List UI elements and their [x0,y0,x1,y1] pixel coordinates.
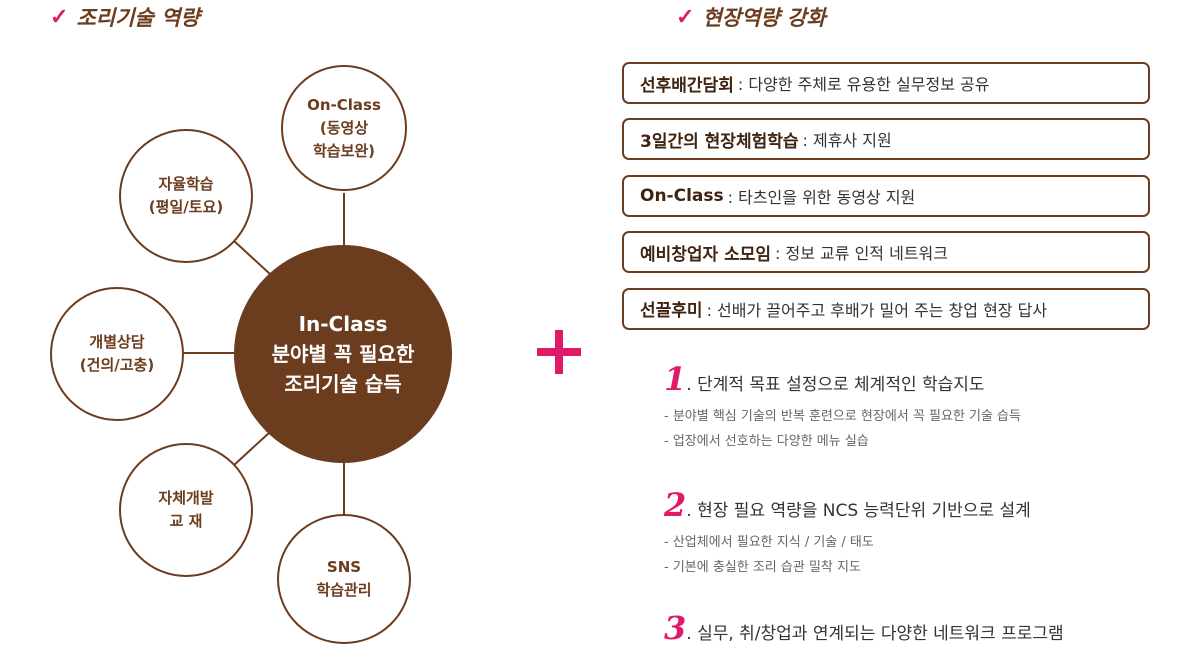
item-title: 예비창업자 소모임 [640,244,772,265]
item-desc: : 정보 교류 인적 네트워크 [775,244,948,264]
center-label: 분야별 꼭 필요한 [271,342,415,366]
node-label: 교 재 [169,512,203,530]
item-detail: - 산업체에서 필요한 지식 / 기술 / 태도 [664,535,874,550]
item-title: On-Class [640,185,724,206]
node-label: 학습보완) [312,141,376,160]
node-label: 자율학습 [158,175,214,193]
item-number: 2 [664,486,687,524]
item-desc: : 다양한 주체로 유용한 실무정보 공유 [737,75,990,94]
plus-icon [537,330,581,374]
node-label: (평일/토요) [148,198,224,216]
item-heading: . 실무, 취/창업과 연계되는 다양한 네트워크 프로그램 [686,624,1064,644]
item-desc: : 선배가 끌어주고 후배가 밀어 주는 창업 현장 답사 [706,300,1048,320]
node-label: 개별상담 [89,333,145,351]
node-self-study: 자율학습 (평일/토요) [119,129,253,263]
item-detail: - 업장에서 선호하는 다양한 메뉴 실습 [664,434,869,449]
node-label: 자체개발 [158,489,214,507]
item-title: 3일간의 현장체험학습 [640,131,799,152]
connector-line [232,239,271,275]
center-circle: In-Class 분야별 꼭 필요한 조리기술 습득 [234,245,452,463]
node-label: SNS [326,558,362,576]
item-heading: . 현장 필요 역량을 NCS 능력단위 기반으로 설계 [686,501,1031,521]
item-desc: : 제휴사 지원 [802,131,892,151]
item-heading: . 단계적 목표 설정으로 체계적인 학습지도 [686,375,985,395]
field-competency-list: 선후배간담회 : 다양한 주체로 유용한 실무정보 공유 3일간의 현장체험학습… [622,62,1150,344]
node-on-class: On-Class (동영상 학습보완) [281,65,407,191]
list-item: 선끌후미 : 선배가 끌어주고 후배가 밀어 주는 창업 현장 답사 [622,287,1150,330]
node-counsel: 개별상담 (건의/고충) [50,287,184,421]
center-label: In-Class [298,312,388,336]
connector-line [232,431,271,467]
node-label: On-Class [307,95,381,114]
left-heading-text: 조리기술 역량 [76,5,200,30]
check-icon: ✓ [676,4,695,30]
list-item: On-Class : 타츠인을 위한 동영상 지원 [622,174,1150,217]
node-label: (건의/고충) [79,356,155,374]
numbered-item: 3. 실무, 취/창업과 연계되는 다양한 네트워크 프로그램 [664,609,1064,647]
node-sns: SNS 학습관리 [277,514,411,644]
center-label: 조리기술 습득 [284,372,402,396]
right-heading-text: 현장역량 강화 [702,5,826,30]
item-detail: - 분야별 핵심 기술의 반복 훈련으로 현장에서 꼭 필요한 기술 습득 [664,409,1021,424]
item-title: 선끌후미 [640,301,703,322]
item-number: 1 [664,360,687,398]
list-item: 선후배간담회 : 다양한 주체로 유용한 실무정보 공유 [622,62,1150,104]
right-heading: ✓ 현장역량 강화 [676,2,826,32]
node-label: 학습관리 [316,581,372,599]
list-item: 3일간의 현장체험학습 : 제휴사 지원 [622,118,1150,161]
item-number: 3 [664,609,687,647]
numbered-item: 1. 단계적 목표 설정으로 체계적인 학습지도 - 분야별 핵심 기술의 반복… [664,360,1021,454]
check-icon: ✓ [50,4,69,30]
list-item: 예비창업자 소모임 : 정보 교류 인적 네트워크 [622,231,1150,274]
node-label: (동영상 [319,118,369,137]
node-materials: 자체개발 교 재 [119,443,253,577]
item-title: 선후배간담회 [640,75,734,96]
numbered-item: 2. 현장 필요 역량을 NCS 능력단위 기반으로 설계 - 산업체에서 필요… [664,486,1031,580]
left-heading: ✓ 조리기술 역량 [50,2,200,32]
item-detail: - 기본에 충실한 조리 습관 밀착 지도 [664,560,861,575]
item-desc: : 타츠인을 위한 동영상 지원 [727,187,916,207]
plus-bar [555,330,563,374]
